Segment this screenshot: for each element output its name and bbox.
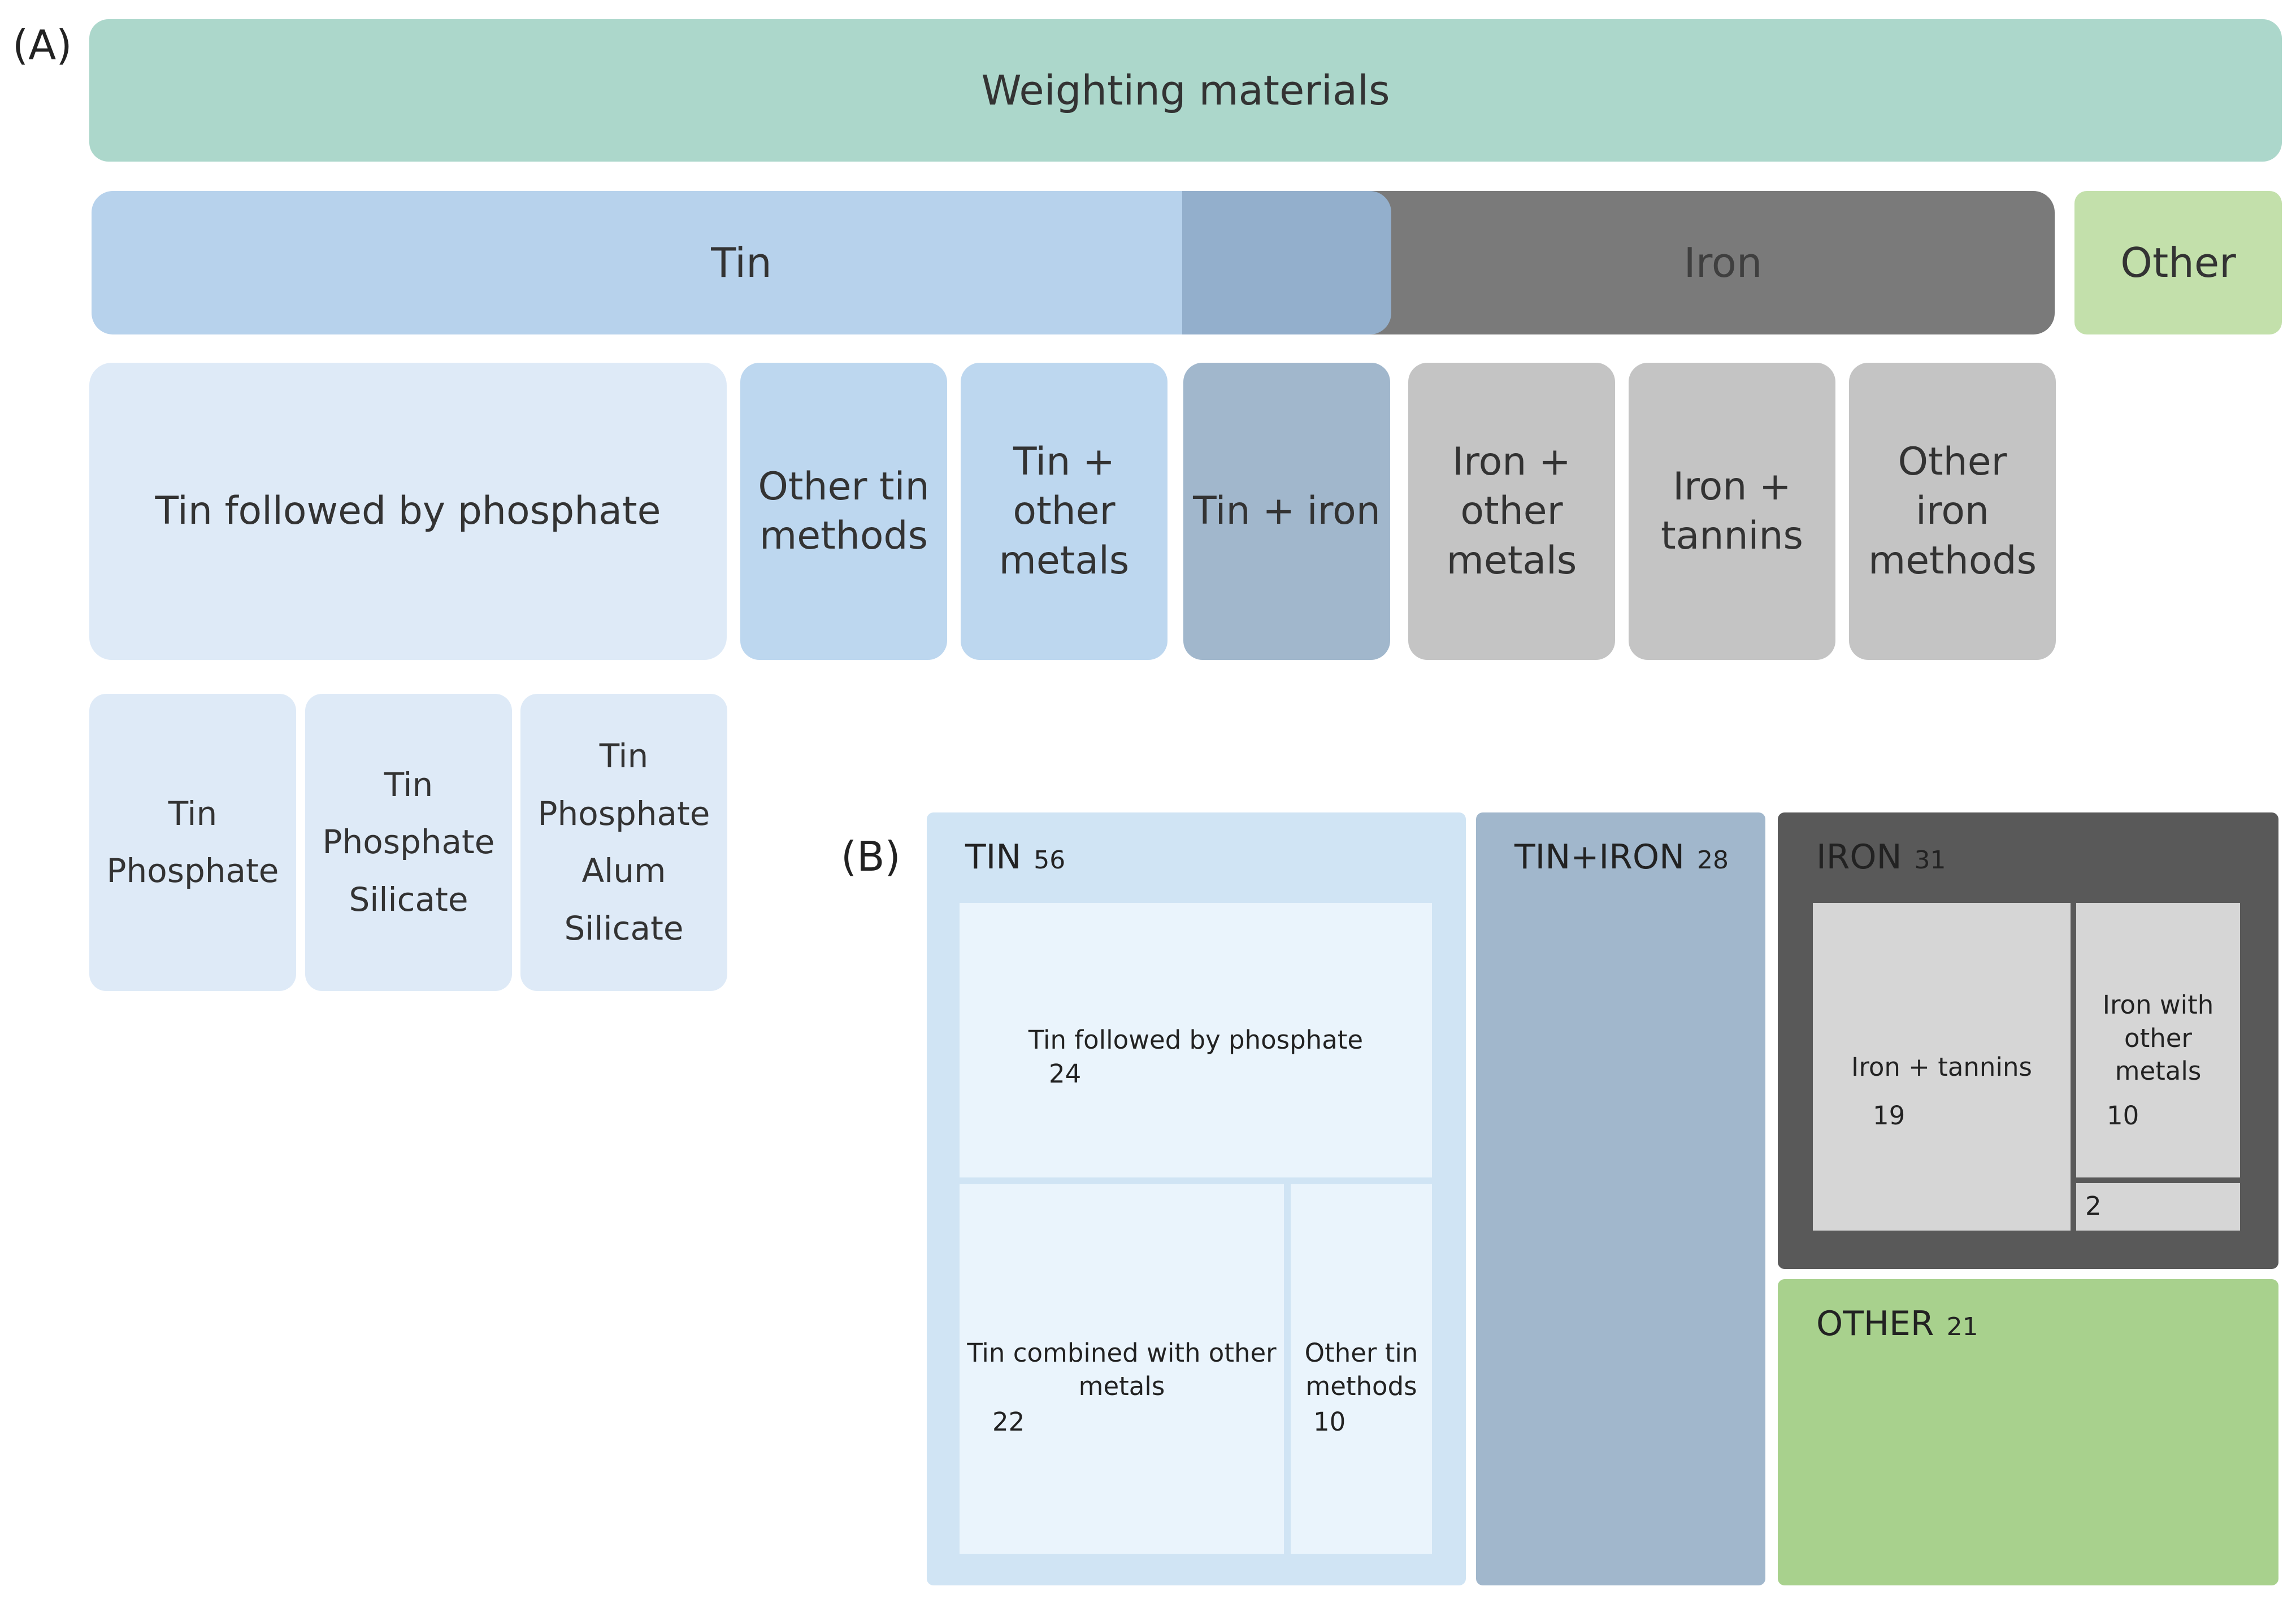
treemap-tin-value: 56 [1034, 846, 1066, 875]
treemap-tin-iron-name: TIN+IRON [1514, 837, 1685, 877]
other-iron-methods-box: Other iron methods [1849, 363, 2056, 660]
treemap-iron-small-leaf: 2 [2076, 1183, 2240, 1231]
tin-phosphate-silicate-box: Tin Phosphate Silicate [305, 694, 512, 991]
treemap-iron-small-value: 2 [2085, 1191, 2102, 1221]
panel-a-label: (A) [12, 21, 72, 69]
treemap-iron-tannins-value: 19 [1873, 1101, 1906, 1131]
treemap-other-value: 21 [1946, 1313, 1978, 1341]
tin-other-metals-box: Tin + other metals [961, 363, 1167, 660]
tin-other-metals-label: Tin + other metals [999, 440, 1130, 583]
treemap-other-group [1778, 1279, 2278, 1585]
treemap-iron-tannins-name: Iron + tannins [1851, 1052, 2032, 1082]
treemap-other-tin-name: Other tin methods [1304, 1338, 1418, 1401]
treemap-iron-other-name: Iron with other metals [2102, 990, 2214, 1086]
weighting-materials-label: Weighting materials [981, 66, 1390, 114]
iron-category-label: Iron [1683, 238, 1763, 286]
other-category-box: Other [2074, 191, 2282, 334]
treemap-iron-tannins-leaf: Iron + tannins 19 [1813, 903, 2071, 1231]
iron-other-metals-box: Iron + other metals [1408, 363, 1615, 660]
treemap-tin-iron-group [1476, 812, 1765, 1585]
tin-category-label: Tin [711, 238, 772, 286]
tin-phosphate-box: Tin Phosphate [89, 694, 296, 991]
tin-followed-by-phosphate-label: Tin followed by phosphate [155, 489, 661, 534]
panel-b-label: (B) [841, 833, 901, 880]
other-category-label: Other [2120, 238, 2236, 286]
tin-category-box [92, 191, 1391, 334]
iron-tannins-label: Iron + tannins [1661, 464, 1803, 558]
tin-iron-overlap-box [1182, 191, 1391, 334]
tin-followed-by-phosphate-box: Tin followed by phosphate [89, 363, 727, 660]
tin-iron-label: Tin + iron [1193, 489, 1381, 534]
iron-other-metals-label: Iron + other metals [1446, 440, 1577, 583]
treemap-tin-combined-name: Tin combined with other metals [967, 1338, 1277, 1401]
tin-iron-box: Tin + iron [1183, 363, 1390, 660]
treemap-other-tin-leaf: Other tin methods 10 [1291, 1184, 1432, 1554]
treemap-other-tin-value: 10 [1313, 1407, 1346, 1437]
treemap-iron-other-leaf: Iron with other metals 10 [2076, 903, 2240, 1177]
tin-phosphate-alum-silicate-box: Tin Phosphate Alum Silicate [520, 694, 727, 991]
other-tin-methods-box: Other tin methods [740, 363, 947, 660]
treemap-tin-header: TIN 56 [965, 837, 1065, 877]
treemap-tin-combined-value: 22 [992, 1407, 1025, 1437]
weighting-materials-box: Weighting materials [89, 19, 2282, 162]
treemap-tin-phosphate-name: Tin followed by phosphate [1028, 1025, 1364, 1055]
treemap-tin-name: TIN [965, 837, 1022, 877]
treemap-tin-phosphate-value: 24 [1049, 1059, 1082, 1089]
iron-tannins-box: Iron + tannins [1629, 363, 1835, 660]
treemap-other-name: OTHER [1816, 1304, 1934, 1344]
other-iron-methods-label: Other iron methods [1868, 440, 2037, 583]
tin-phosphate-silicate-label: Tin Phosphate Silicate [322, 765, 495, 919]
treemap-tin-iron-value: 28 [1697, 846, 1729, 875]
treemap-iron-other-value: 10 [2107, 1101, 2139, 1131]
treemap-tin-combined-leaf: Tin combined with other metals 22 [960, 1184, 1284, 1554]
treemap-iron-header: IRON 31 [1816, 837, 1946, 877]
tin-phosphate-label: Tin Phosphate [106, 794, 279, 890]
treemap-tin-iron-header: TIN+IRON 28 [1514, 837, 1729, 877]
other-tin-methods-label: Other tin methods [758, 464, 930, 558]
tin-phosphate-alum-silicate-label: Tin Phosphate Alum Silicate [537, 737, 710, 948]
treemap-iron-name: IRON [1816, 837, 1902, 877]
treemap-other-header: OTHER 21 [1816, 1304, 1978, 1344]
treemap-tin-phosphate-leaf: Tin followed by phosphate 24 [960, 903, 1432, 1177]
treemap-iron-value: 31 [1914, 846, 1946, 875]
